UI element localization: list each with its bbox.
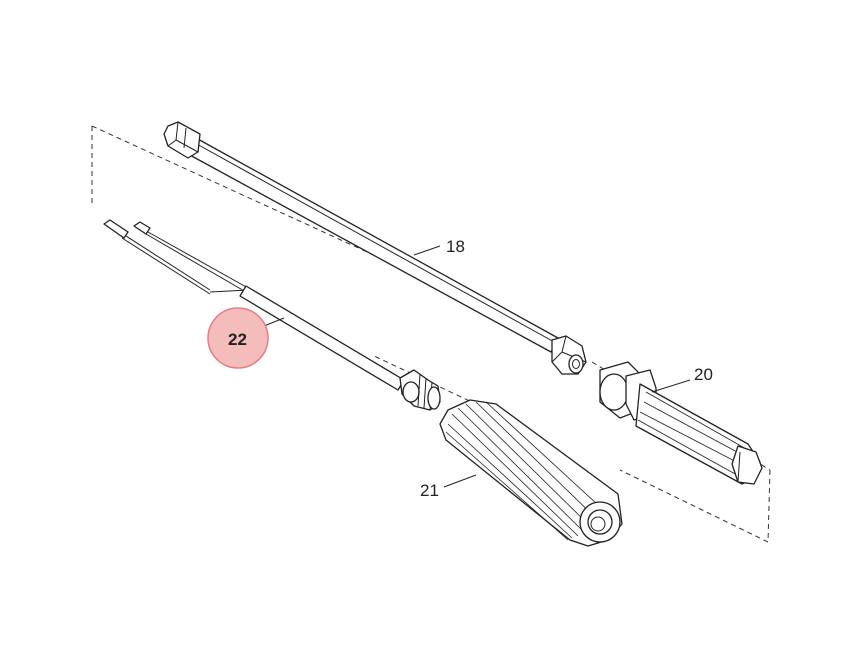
leader-lines	[263, 245, 691, 488]
highlight-circle-22	[207, 307, 269, 369]
label-part-20[interactable]: 20	[694, 365, 713, 384]
label-part-18[interactable]: 18	[446, 237, 465, 256]
cone-handle-part[interactable]	[439, 399, 623, 547]
label-part-21[interactable]: 21	[420, 481, 439, 500]
label-part-22[interactable]: 22	[228, 330, 247, 349]
assembly-boundary	[91, 125, 771, 543]
grip-sleeve-part[interactable]	[599, 361, 763, 485]
wand-tube-part[interactable]	[163, 121, 587, 375]
lance-cable-part[interactable]	[103, 219, 441, 411]
